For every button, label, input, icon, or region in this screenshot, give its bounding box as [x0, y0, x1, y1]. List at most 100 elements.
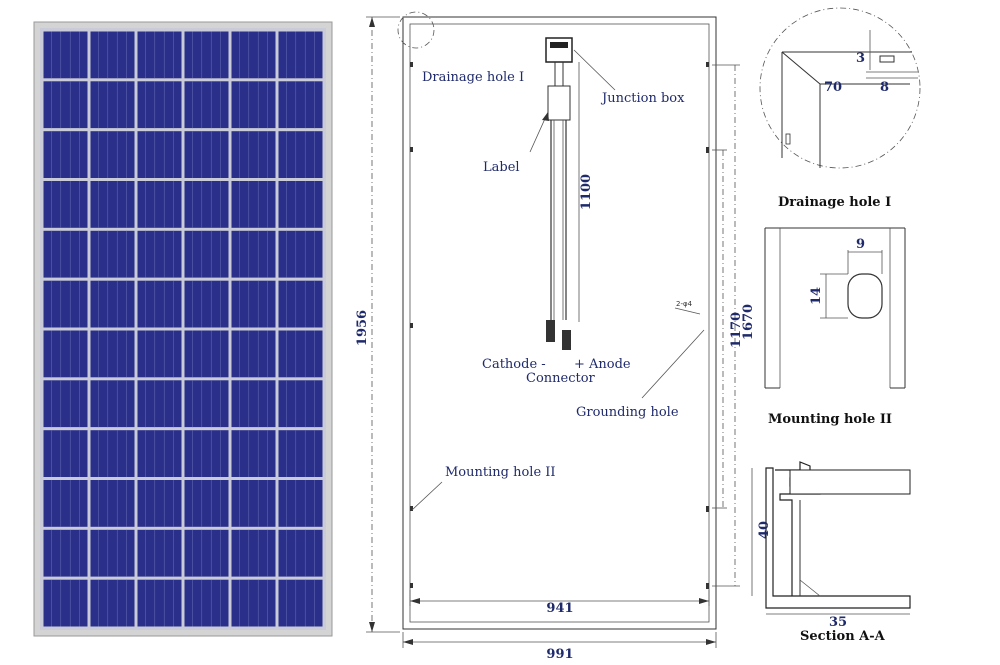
dim-mount-9: 9: [856, 237, 865, 252]
junction-box: [545, 37, 573, 63]
dim-mount-14: 14: [809, 287, 824, 305]
solar-cell: [184, 480, 229, 527]
solar-cell: [43, 330, 88, 378]
solar-cell: [137, 579, 182, 627]
callout-grounding-hole: Grounding hole: [576, 405, 679, 420]
solar-cell: [43, 181, 88, 228]
dim-inner-width: 941: [546, 601, 573, 616]
solar-cell: [184, 31, 229, 79]
solar-cell: [90, 380, 135, 428]
solar-cell: [184, 579, 229, 627]
solar-cell: [43, 430, 88, 477]
solar-cell: [90, 480, 135, 527]
callout-mounting-hole: Mounting hole II: [445, 465, 556, 480]
solar-cell: [137, 31, 182, 79]
solar-cell: [231, 529, 276, 577]
solar-cell: [137, 529, 182, 577]
svg-text:2-φ4: 2-φ4: [676, 300, 693, 308]
solar-panel-front: [33, 21, 333, 637]
solar-cell: [43, 280, 88, 328]
solar-cell: [278, 529, 323, 577]
callout-anode: + Anode: [574, 357, 631, 372]
dim-cable: 1100: [579, 174, 594, 210]
solar-cell: [184, 529, 229, 577]
solar-cell: [184, 280, 229, 328]
solar-cell: [43, 529, 88, 577]
solar-cell: [43, 131, 88, 178]
solar-cell: [184, 181, 229, 228]
callout-drainage-hole: Drainage hole I: [422, 70, 524, 85]
solar-cell: [90, 280, 135, 328]
dim-mount-spacing: 1170: [729, 312, 744, 348]
solar-cell: [231, 31, 276, 79]
solar-cell: [137, 81, 182, 129]
back-view: 1100 2-φ4 1956 1170 1670: [355, 11, 756, 662]
solar-cell: [43, 480, 88, 527]
callout-junction-box: Junction box: [600, 91, 685, 106]
solar-cell: [231, 280, 276, 328]
solar-cell: [90, 230, 135, 278]
solar-cell: [184, 430, 229, 477]
solar-cell: [231, 230, 276, 278]
drainage-circle: [397, 11, 435, 49]
solar-cell: [90, 181, 135, 228]
solar-cell: [184, 131, 229, 178]
solar-cell: [278, 380, 323, 428]
dim-section-35: 35: [829, 615, 847, 630]
solar-cell: [231, 81, 276, 129]
solar-cell: [184, 330, 229, 378]
section-title: Section A-A: [800, 629, 886, 644]
callout-connector: Connector: [526, 371, 596, 386]
solar-cell: [137, 280, 182, 328]
solar-cell: [43, 579, 88, 627]
solar-cell: [137, 131, 182, 178]
solar-cell: [231, 380, 276, 428]
solar-cell: [90, 31, 135, 79]
solar-cell: [278, 81, 323, 129]
solar-cell: [90, 131, 135, 178]
panel-cells: [43, 31, 323, 627]
solar-cell: [278, 280, 323, 328]
solar-cell: [278, 131, 323, 178]
solar-cell: [90, 430, 135, 477]
dim-width: 991: [546, 647, 573, 662]
solar-cell: [231, 430, 276, 477]
solar-cell: [278, 579, 323, 627]
solar-cell: [137, 330, 182, 378]
dim-drain-3: 3: [856, 51, 865, 66]
dim-drain-70: 70: [824, 80, 842, 95]
dim-hole-spacing: 1670: [741, 304, 756, 340]
connector-anode: [562, 330, 571, 350]
detail-drainage: 70 8 3 Drainage hole I: [759, 7, 921, 210]
callout-label: Label: [483, 160, 520, 175]
solar-cell: [184, 81, 229, 129]
callout-cathode: Cathode -: [482, 357, 546, 372]
solar-cell: [137, 480, 182, 527]
solar-cell: [43, 380, 88, 428]
solar-cell: [278, 430, 323, 477]
frame-outer: [402, 16, 717, 630]
dim-section-40: 40: [757, 521, 772, 539]
solar-cell: [137, 181, 182, 228]
solar-cell: [90, 81, 135, 129]
dim-drain-8: 8: [880, 80, 889, 95]
solar-cell: [137, 380, 182, 428]
detail-mounting: 9 14 Mounting hole II: [764, 227, 906, 427]
solar-cell: [231, 579, 276, 627]
label-rect: [547, 85, 571, 121]
solar-cell: [43, 81, 88, 129]
solar-cell: [43, 230, 88, 278]
solar-cell: [90, 330, 135, 378]
solar-cell: [184, 380, 229, 428]
solar-cell: [90, 529, 135, 577]
mounting-title: Mounting hole II: [768, 412, 892, 427]
solar-cell: [137, 230, 182, 278]
solar-cell: [184, 230, 229, 278]
connector-cathode: [546, 320, 555, 342]
solar-cell: [278, 330, 323, 378]
mounting-slot: [847, 273, 883, 319]
solar-cell: [278, 230, 323, 278]
solar-cell: [231, 131, 276, 178]
solar-cell: [43, 31, 88, 79]
